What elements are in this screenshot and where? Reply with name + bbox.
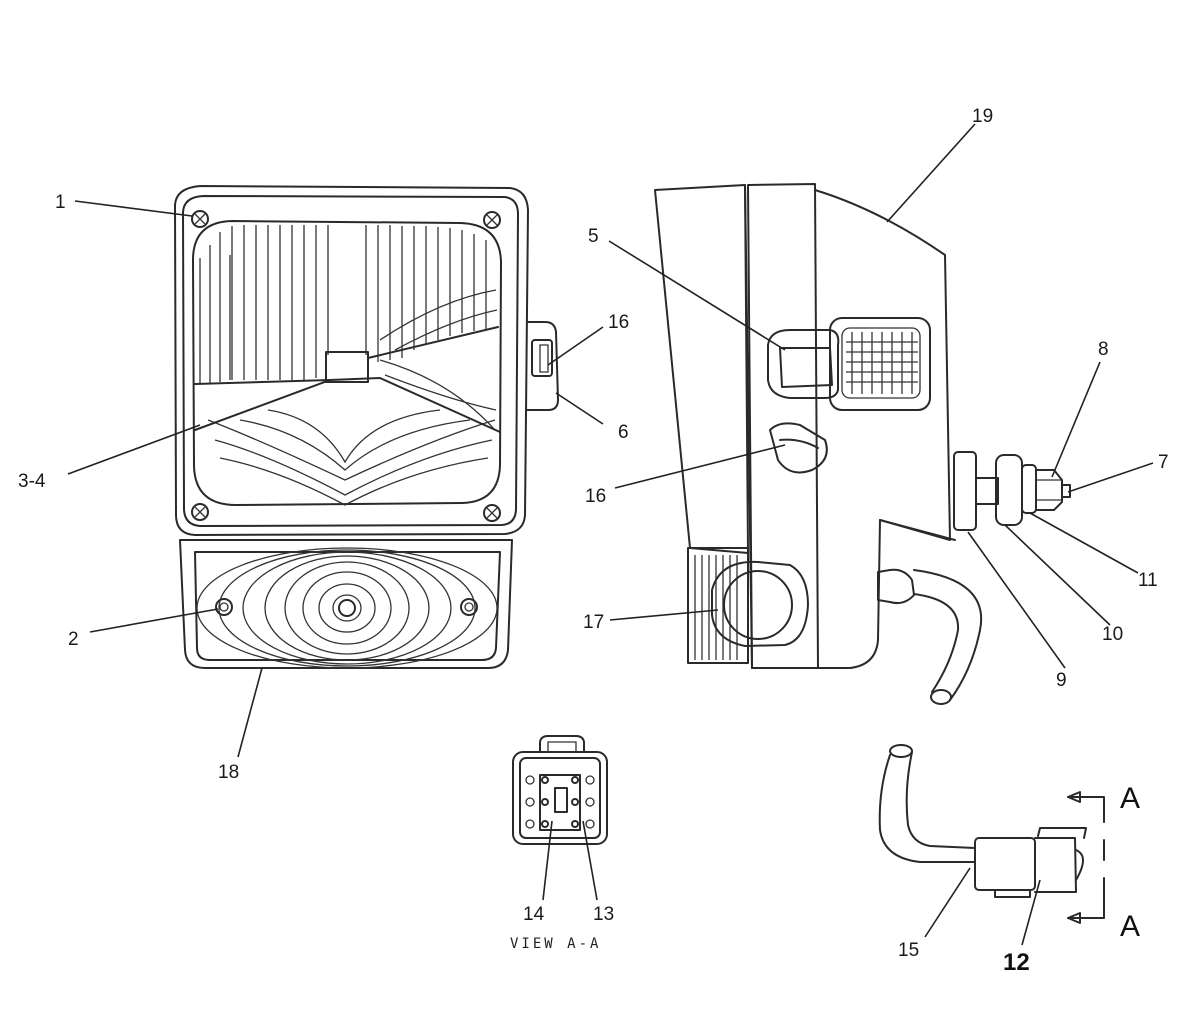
headlamp-lens-lines xyxy=(199,225,498,506)
callout-5: 5 xyxy=(588,226,599,247)
callout-3-4: 3-4 xyxy=(18,471,46,492)
callout-16-front: 16 xyxy=(608,312,629,333)
side-marker-grid xyxy=(846,332,918,394)
callout-15: 15 xyxy=(898,940,919,961)
callout-19: 19 xyxy=(972,106,993,127)
callout-labels: 1 2 3-4 5 6 7 8 9 10 11 12 13 14 15 16 1… xyxy=(18,106,1169,976)
callout-11: 11 xyxy=(1138,570,1158,591)
section-marker-top: A xyxy=(1120,782,1140,815)
lamp-front-view xyxy=(174,185,559,669)
harness-connector: A A xyxy=(878,744,1140,943)
callout-10: 10 xyxy=(1102,624,1123,645)
callout-16-side: 16 xyxy=(585,486,606,507)
section-marker-bottom: A xyxy=(1120,910,1140,943)
callout-1: 1 xyxy=(55,192,66,213)
leader-lines xyxy=(67,123,1154,946)
view-caption: VIEW A-A xyxy=(510,936,601,952)
lamp-side-view xyxy=(654,183,1071,705)
callout-6: 6 xyxy=(618,422,629,443)
callout-8: 8 xyxy=(1098,339,1109,360)
front-screw xyxy=(191,210,501,522)
callout-18: 18 xyxy=(218,762,239,783)
view-a-a-connector: VIEW A-A xyxy=(510,735,608,952)
callout-2: 2 xyxy=(68,629,79,650)
connector-pin xyxy=(525,775,595,829)
callout-14: 14 xyxy=(523,904,545,925)
callout-12: 12 xyxy=(1003,949,1030,976)
callout-13: 13 xyxy=(593,904,614,925)
callout-7: 7 xyxy=(1158,452,1169,473)
bracket-ribs xyxy=(694,555,738,660)
marker-lens-rings xyxy=(196,547,498,669)
callout-9: 9 xyxy=(1056,670,1067,691)
callout-17: 17 xyxy=(583,612,604,633)
